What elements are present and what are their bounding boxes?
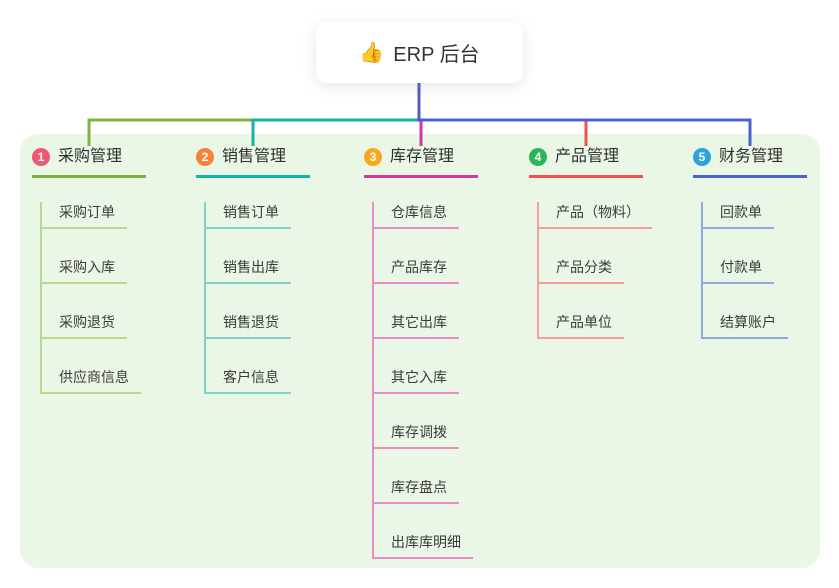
root-node-title: ERP 后台: [393, 44, 480, 66]
leaf-node[interactable]: 库存盘点: [374, 477, 459, 504]
leaf-node[interactable]: 销售订单: [206, 202, 291, 229]
branch-label: 产品管理: [555, 148, 620, 165]
branch-label: 采购管理: [58, 148, 123, 165]
branch-children: 回款单付款单结算账户: [701, 202, 839, 339]
leaf-node[interactable]: 产品单位: [539, 312, 624, 339]
branch-number-badge: 2: [196, 148, 214, 166]
branch-label: 财务管理: [719, 148, 784, 165]
branch-children: 产品（物料） 产品分类产品单位: [537, 202, 689, 339]
leaf-node[interactable]: 产品分类: [539, 257, 624, 284]
branch-label: 销售管理: [222, 148, 287, 165]
branch-label: 库存管理: [390, 148, 455, 165]
leaf-node[interactable]: 销售出库: [206, 257, 291, 284]
branch-children: 采购订单采购入库采购退货供应商信息: [40, 202, 192, 394]
branch-number-badge: 5: [693, 148, 711, 166]
branch-node[interactable]: 3 库存管理: [364, 146, 478, 178]
leaf-node[interactable]: 销售退货: [206, 312, 291, 339]
branch-children: 仓库信息产品库存其它出库其它入库库存调拨库存盘点出库库明细: [372, 202, 524, 559]
leaf-node[interactable]: 产品库存: [374, 257, 459, 284]
branch-node[interactable]: 5 财务管理: [693, 146, 807, 178]
leaf-node[interactable]: 回款单: [703, 202, 774, 229]
branch-number-badge: 4: [529, 148, 547, 166]
branch-node[interactable]: 2 销售管理: [196, 146, 310, 178]
leaf-node[interactable]: 结算账户: [703, 312, 788, 339]
thumbs-up-icon: 👍: [359, 41, 385, 64]
branch-node[interactable]: 1 采购管理: [32, 146, 146, 178]
leaf-node[interactable]: 付款单: [703, 257, 774, 284]
leaf-node[interactable]: 采购退货: [42, 312, 127, 339]
branch-产品管理: 4 产品管理产品（物料） 产品分类产品单位: [529, 146, 689, 339]
mindmap-canvas: [20, 134, 820, 568]
branch-财务管理: 5 财务管理回款单付款单结算账户: [693, 146, 839, 339]
leaf-node[interactable]: 供应商信息: [42, 367, 141, 394]
branch-children: 销售订单销售出库销售退货客户信息: [204, 202, 356, 394]
leaf-node[interactable]: 其它出库: [374, 312, 459, 339]
branch-采购管理: 1 采购管理采购订单采购入库采购退货供应商信息: [32, 146, 192, 394]
leaf-node[interactable]: 出库库明细: [374, 532, 473, 559]
branch-销售管理: 2 销售管理销售订单销售出库销售退货客户信息: [196, 146, 356, 394]
branch-number-badge: 3: [364, 148, 382, 166]
leaf-node[interactable]: 采购入库: [42, 257, 127, 284]
leaf-node[interactable]: 其它入库: [374, 367, 459, 394]
leaf-node[interactable]: 库存调拨: [374, 422, 459, 449]
branch-number-badge: 1: [32, 148, 50, 166]
branch-node[interactable]: 4 产品管理: [529, 146, 643, 178]
leaf-node[interactable]: 采购订单: [42, 202, 127, 229]
branch-库存管理: 3 库存管理仓库信息产品库存其它出库其它入库库存调拨库存盘点出库库明细: [364, 146, 524, 559]
leaf-node[interactable]: 产品（物料）: [539, 202, 652, 229]
leaf-node[interactable]: 仓库信息: [374, 202, 459, 229]
root-node[interactable]: 👍 ERP 后台: [316, 22, 523, 83]
leaf-node[interactable]: 客户信息: [206, 367, 291, 394]
